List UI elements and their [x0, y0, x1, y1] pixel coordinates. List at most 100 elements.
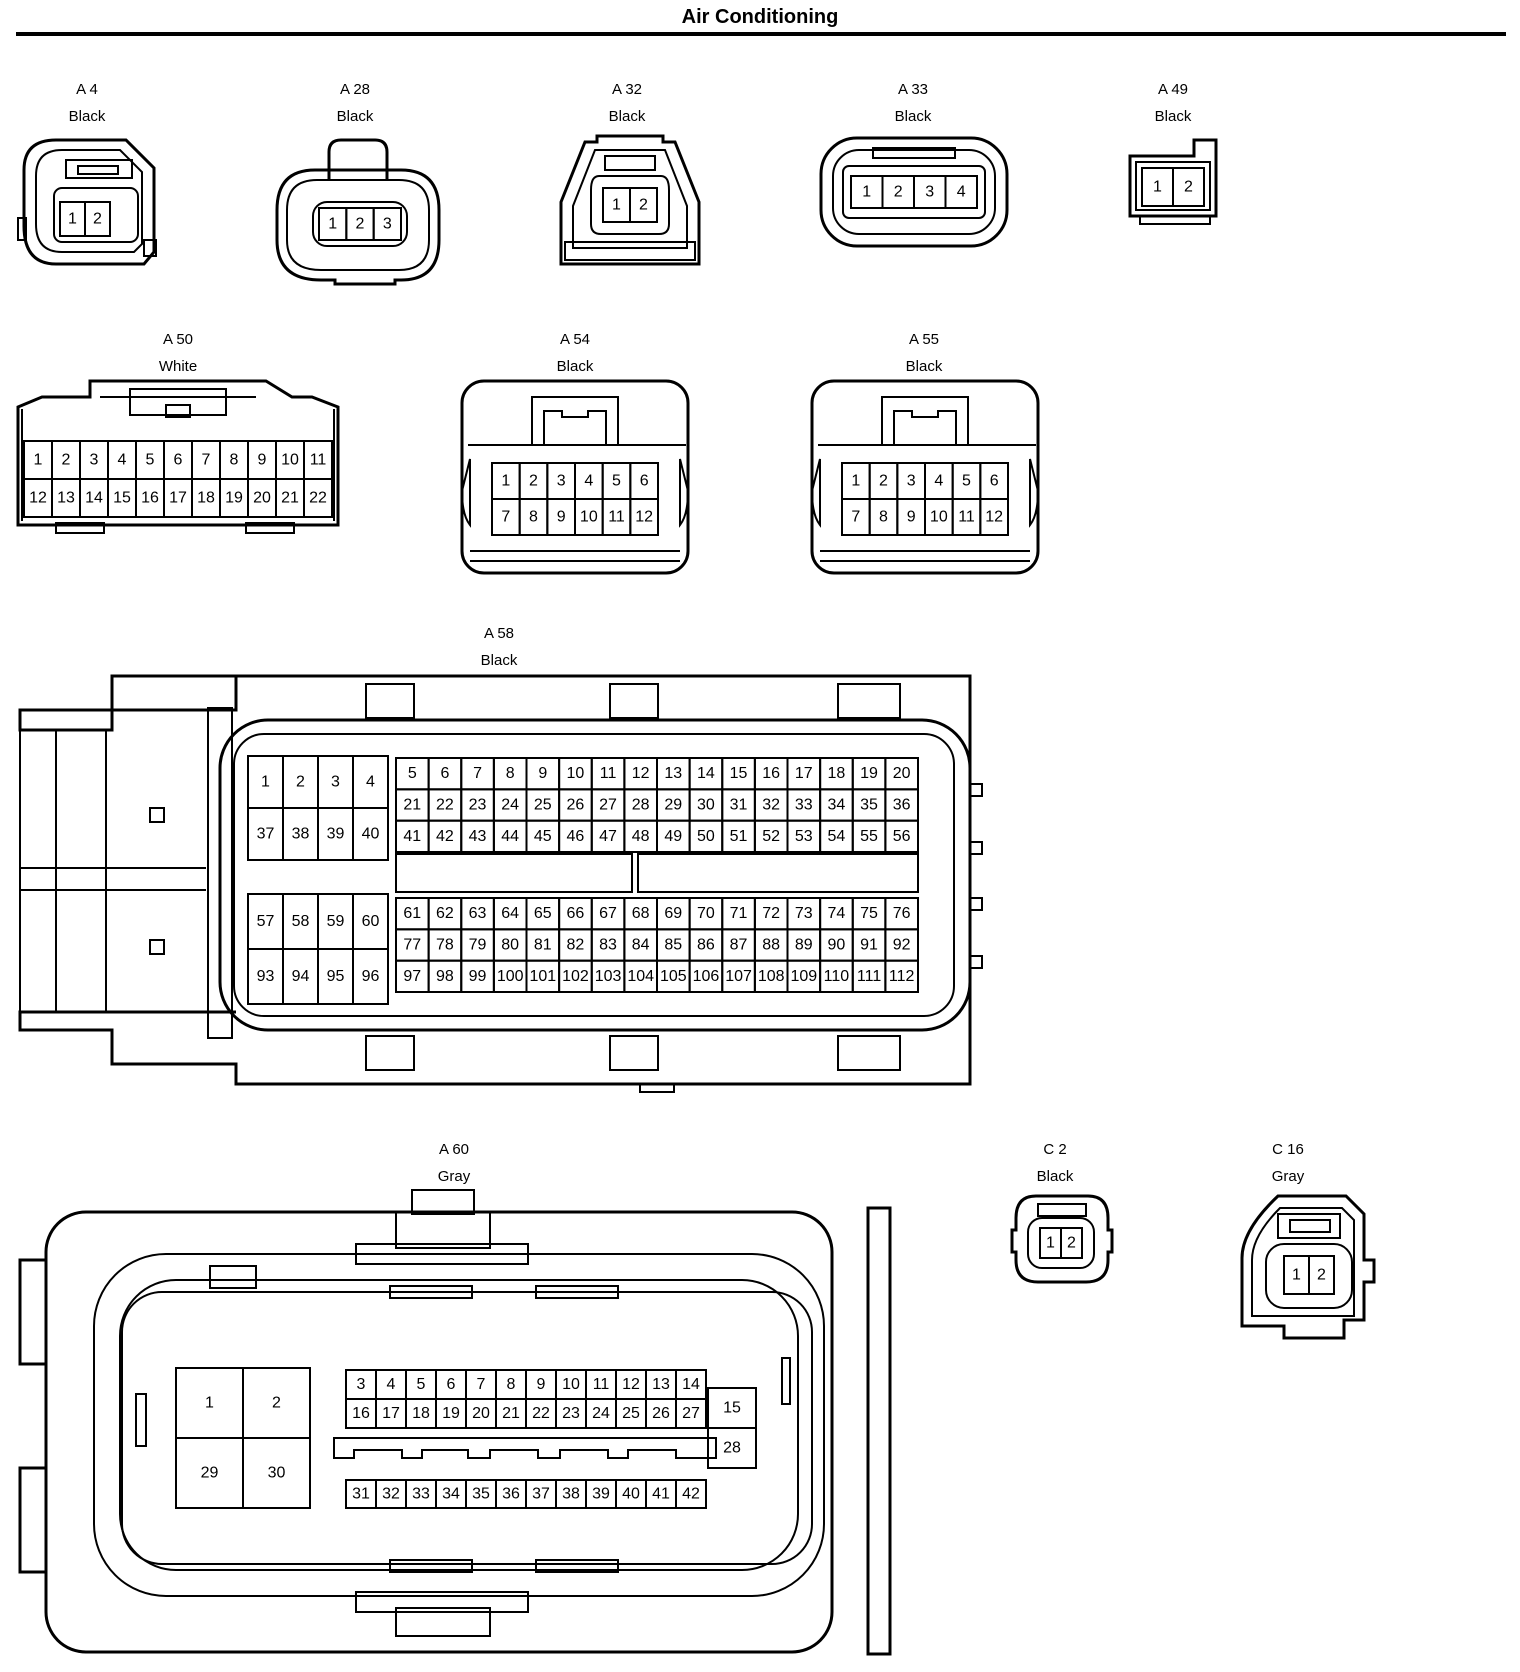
pin-number: 12 — [622, 1376, 640, 1393]
pin-number: 10 — [580, 509, 598, 526]
pin-number: 7 — [851, 509, 860, 526]
pin-number: 111 — [857, 968, 881, 985]
pin-number: 87 — [730, 937, 748, 954]
pin-number: 3 — [331, 774, 340, 791]
pin-number: 40 — [362, 826, 380, 843]
pin-cell — [707, 1427, 757, 1469]
pin-number: 1 — [612, 197, 621, 214]
connector-color: Black — [905, 358, 943, 375]
pin-number: 13 — [652, 1376, 670, 1393]
pin-number: 108 — [758, 968, 785, 985]
pin-number: 9 — [557, 509, 566, 526]
pin-number: 9 — [538, 765, 547, 782]
pin-number: 5 — [962, 473, 971, 490]
pin-number: 5 — [146, 452, 155, 469]
pin-number: 27 — [682, 1405, 700, 1422]
pin-number: 90 — [828, 937, 846, 954]
pin-number: 12 — [635, 509, 653, 526]
pin-number: 14 — [85, 490, 103, 507]
pin-number: 1 — [1153, 179, 1162, 196]
pin-number: 97 — [403, 968, 421, 985]
pin-number: 4 — [366, 774, 375, 791]
pin-number: 38 — [562, 1486, 580, 1503]
pin-number: 92 — [893, 937, 911, 954]
pin-number: 8 — [230, 452, 239, 469]
pin-number: 88 — [762, 937, 780, 954]
pin-number: 64 — [501, 905, 519, 922]
pin-number: 23 — [562, 1405, 580, 1422]
pin-number: 85 — [664, 937, 682, 954]
pin-number: 36 — [502, 1486, 520, 1503]
pin-number: 34 — [442, 1486, 460, 1503]
pin-cell — [352, 807, 389, 861]
pin-number: 62 — [436, 905, 454, 922]
pin-number: 83 — [599, 937, 617, 954]
pin-number: 2 — [1317, 1267, 1326, 1284]
pin-cell — [629, 498, 659, 536]
pin-number: 41 — [652, 1486, 670, 1503]
connector-color: Black — [1154, 108, 1192, 125]
connector-color: Black — [336, 108, 374, 125]
pin-number: 5 — [612, 473, 621, 490]
pin-number: 30 — [268, 1465, 286, 1482]
pin-number: 12 — [632, 765, 650, 782]
pin-cell — [84, 201, 111, 237]
pin-number: 10 — [567, 765, 585, 782]
pin-number: 22 — [436, 797, 454, 814]
pin-number: 60 — [362, 913, 380, 930]
pin-number: 106 — [693, 968, 720, 985]
pin-number: 72 — [762, 905, 780, 922]
pin-number: 2 — [356, 216, 365, 233]
pin-number: 7 — [473, 765, 482, 782]
pin-number: 7 — [202, 452, 211, 469]
pin-number: 20 — [893, 765, 911, 782]
pin-number: 43 — [469, 828, 487, 845]
pin-number: 4 — [584, 473, 593, 490]
pin-number: 1 — [328, 216, 337, 233]
pin-number: 26 — [567, 797, 585, 814]
pin-number: 21 — [403, 797, 421, 814]
connector-color: Black — [1036, 1168, 1074, 1185]
pin-number: 110 — [824, 968, 850, 985]
pin-number: 4 — [934, 473, 943, 490]
pin-number: 12 — [29, 490, 47, 507]
pin-number: 21 — [502, 1405, 520, 1422]
pin-number: 3 — [357, 1376, 366, 1393]
pin-number: 27 — [599, 797, 617, 814]
pin-number: 98 — [436, 968, 454, 985]
pin-number: 10 — [930, 509, 948, 526]
pin-number: 11 — [608, 509, 625, 526]
connector-color: Black — [894, 108, 932, 125]
pin-number: 18 — [197, 490, 215, 507]
pin-number: 15 — [723, 1400, 741, 1417]
pin-number: 14 — [697, 765, 715, 782]
pin-number: 3 — [90, 452, 99, 469]
pin-number: 29 — [201, 1465, 219, 1482]
pin-number: 1 — [1292, 1267, 1301, 1284]
pin-number: 36 — [893, 797, 911, 814]
pin-number: 11 — [593, 1376, 610, 1393]
pin-number: 32 — [382, 1486, 400, 1503]
connector-id: A 32 — [611, 81, 643, 98]
pin-number: 4 — [387, 1376, 396, 1393]
pin-number: 32 — [762, 797, 780, 814]
pin-number: 17 — [795, 765, 813, 782]
pin-number: 31 — [352, 1486, 370, 1503]
pin-number: 6 — [440, 765, 449, 782]
pin-number: 7 — [477, 1376, 486, 1393]
pin-number: 3 — [557, 473, 566, 490]
pin-number: 57 — [257, 913, 275, 930]
pin-number: 1 — [862, 184, 871, 201]
pin-number: 50 — [697, 828, 715, 845]
pin-number: 12 — [985, 509, 1003, 526]
pin-number: 105 — [660, 968, 687, 985]
connector-id: A 4 — [76, 81, 98, 98]
pin-number: 2 — [272, 1395, 281, 1412]
